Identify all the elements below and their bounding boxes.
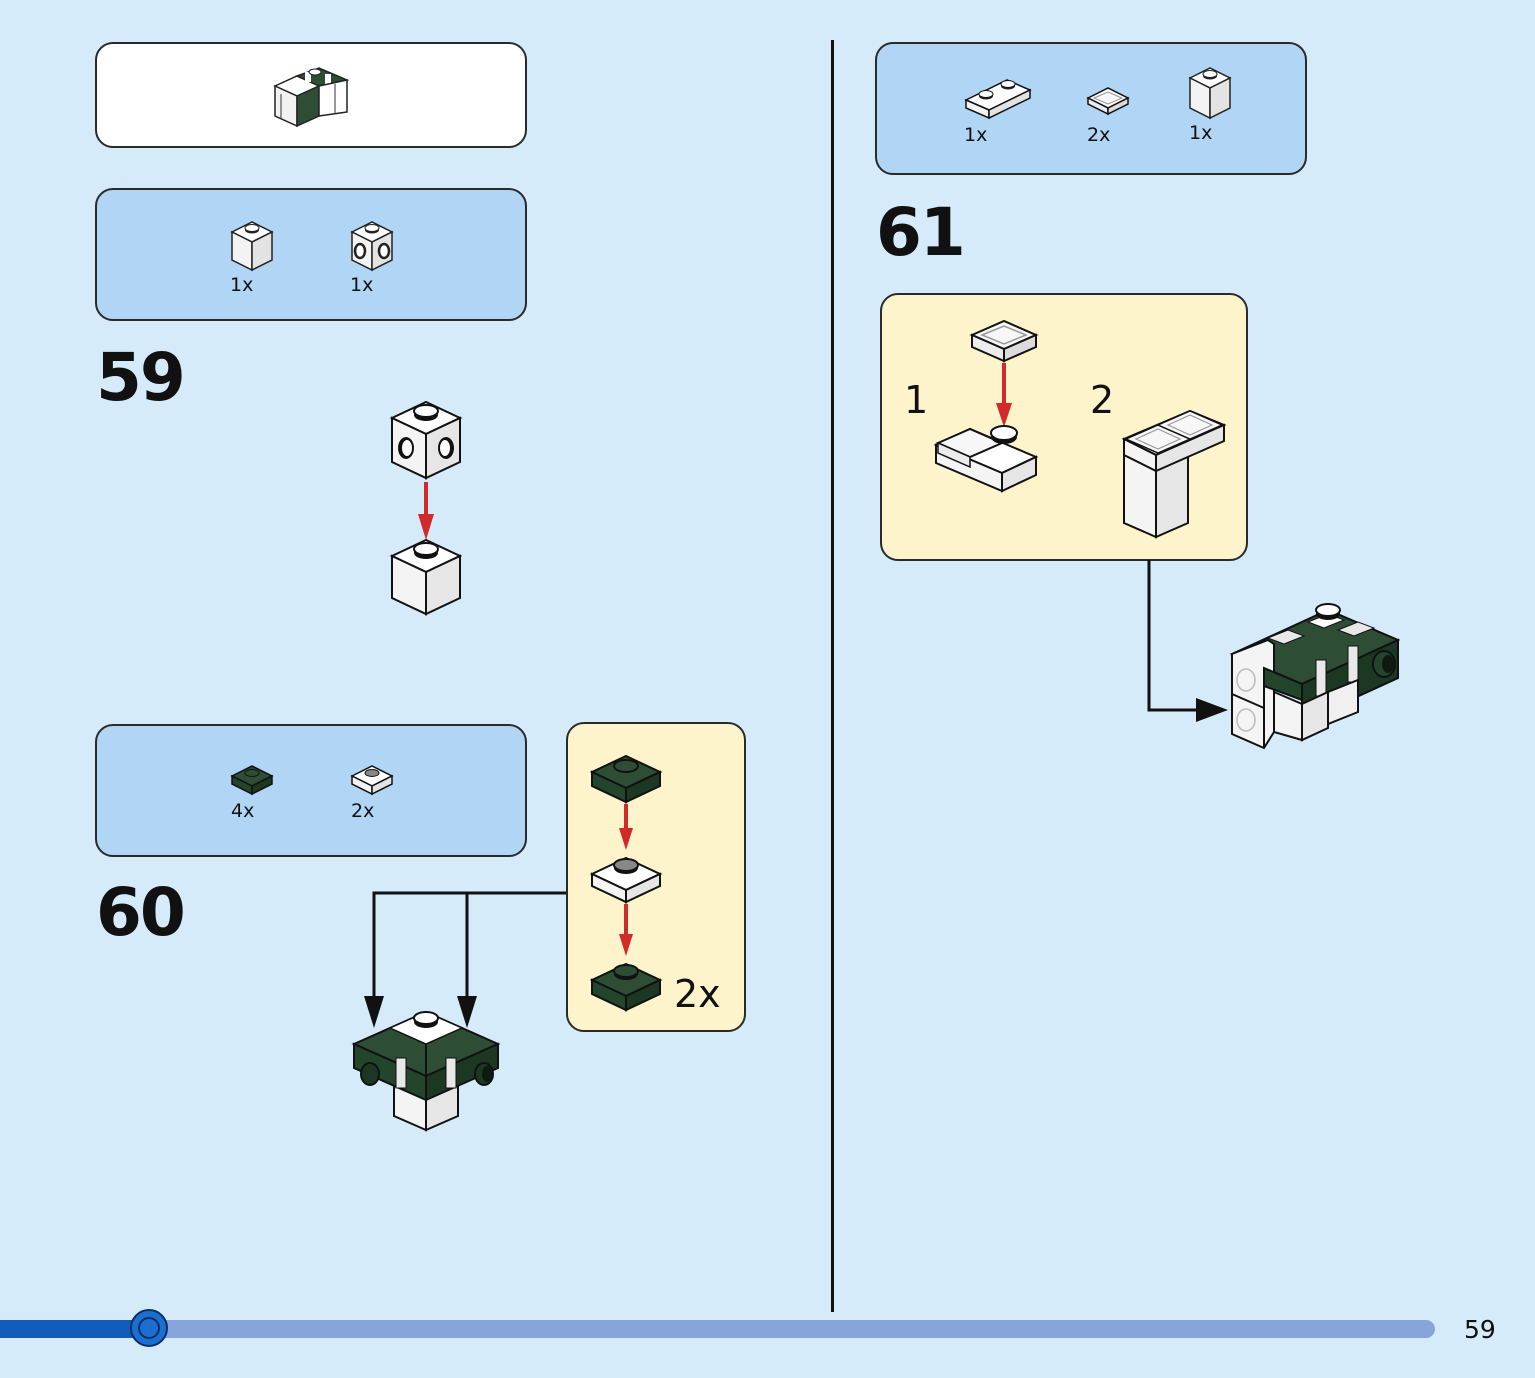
part-quantity: 1x [1189,122,1213,144]
step-61-subassembly-panel: 1 2 [880,293,1248,561]
assembled-corner-preview-icon [273,67,350,128]
part-quantity: 1x [350,274,374,296]
trans-clear-tile-1x1-icon [1086,87,1130,116]
substep-number: 2 [1090,378,1115,422]
step-60-assembly [351,1010,501,1132]
step-number: 59 [96,339,186,416]
column-divider [831,40,834,1312]
subassembly-multiplier: 2x [674,972,721,1016]
dark-green-plate-1x1-icon [230,765,274,796]
progress-track [0,1320,1435,1338]
assembly-preview-panel [95,42,527,148]
white-plate-1x2-icon [964,79,1032,120]
subassembly-stack [589,754,663,1012]
white-brick-1x1-icon [1188,67,1232,120]
page-number: 59 [1464,1315,1496,1344]
white-brick-1x1-icon [230,221,274,272]
step-61-parts-panel: 1x 2x 1x [875,42,1307,175]
white-plate-1x1-icon [350,765,394,796]
progress-fill [0,1320,150,1338]
step-59-assembly [389,400,463,616]
substep-2-assembly [1121,409,1227,539]
step-59-parts-panel: 1x 1x [95,188,527,321]
part-quantity: 1x [230,274,254,296]
step-61-assembly [1229,603,1401,750]
step-60-parts-panel: 4x 2x [95,724,527,857]
part-quantity: 2x [1087,124,1111,146]
part-quantity: 1x [964,124,988,146]
substep-number: 1 [904,378,929,422]
step-61-connector-arrow [1147,560,1228,722]
step-60-connector-arrows [364,891,566,1028]
substep-1-assembly [933,319,1039,493]
progress-knob [130,1309,168,1347]
step-number: 60 [96,874,186,951]
part-quantity: 4x [231,800,255,822]
step-number: 61 [876,194,966,271]
part-quantity: 2x [351,800,375,822]
step-60-subassembly-panel: 2x [566,722,746,1032]
white-brick-1x1-studs-on-sides-icon [350,221,394,272]
